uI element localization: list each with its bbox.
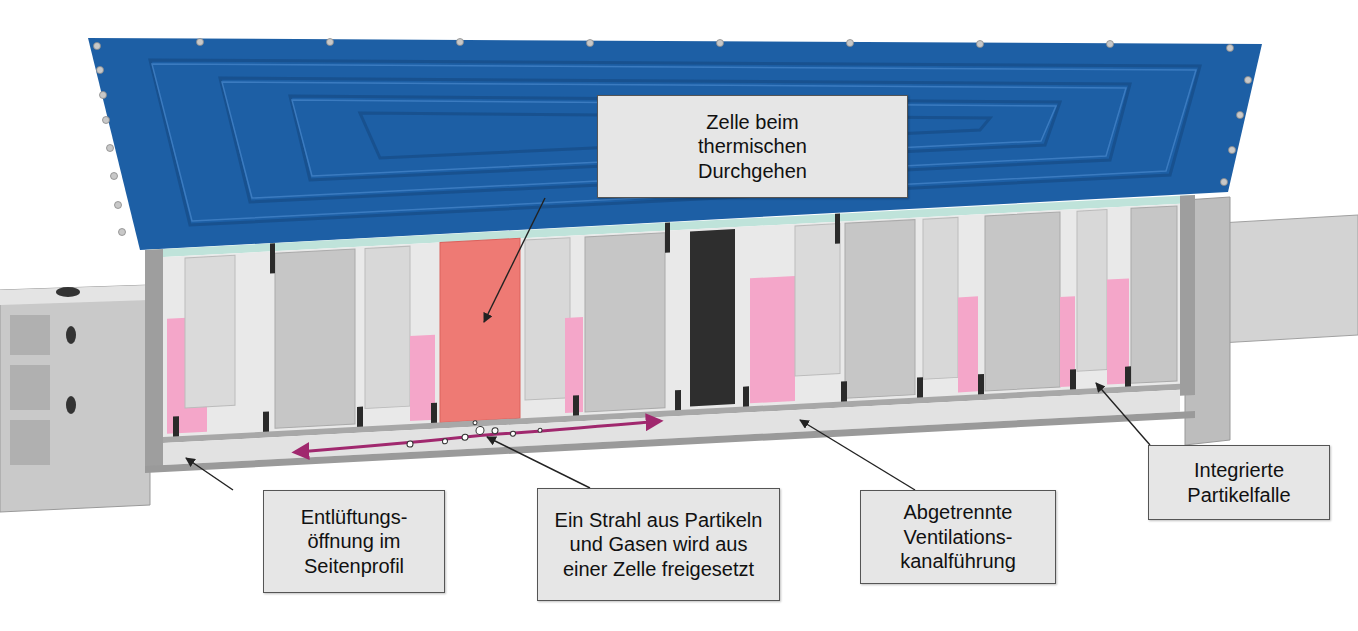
profile-chamber	[10, 365, 50, 410]
callout-text: Integrierte Partikelfalle	[1169, 458, 1309, 507]
callout-box: Abgetrennte Ventilations- kanalführung	[860, 490, 1056, 584]
mount-hole	[56, 287, 80, 297]
side-profile-top	[0, 285, 150, 305]
cell-cross-section	[145, 195, 1195, 473]
side-profile	[0, 285, 150, 512]
profile-chamber	[10, 315, 50, 355]
callout-box: Ein Strahl aus Partikeln und Gasen wird …	[537, 488, 780, 601]
mount-hole	[66, 396, 76, 414]
callout-box: Integrierte Partikelfalle	[1148, 445, 1330, 520]
callout-text: Zelle beim thermischen Durchgehen	[683, 110, 823, 183]
mount-hole	[66, 326, 76, 344]
profile-chamber	[10, 420, 50, 465]
callout-box: Entlüftungs- öffnung im Seitenprofil	[263, 490, 445, 593]
callout-text: Entlüftungs- öffnung im Seitenprofil	[279, 505, 429, 578]
callout-box: Zelle beim thermischen Durchgehen	[597, 95, 908, 198]
leader-lines	[186, 198, 1150, 490]
callout-text: Ein Strahl aus Partikeln und Gasen wird …	[553, 508, 765, 581]
cooling-channels	[150, 60, 1200, 225]
callout-text: Abgetrennte Ventilations- kanalführung	[888, 500, 1028, 573]
